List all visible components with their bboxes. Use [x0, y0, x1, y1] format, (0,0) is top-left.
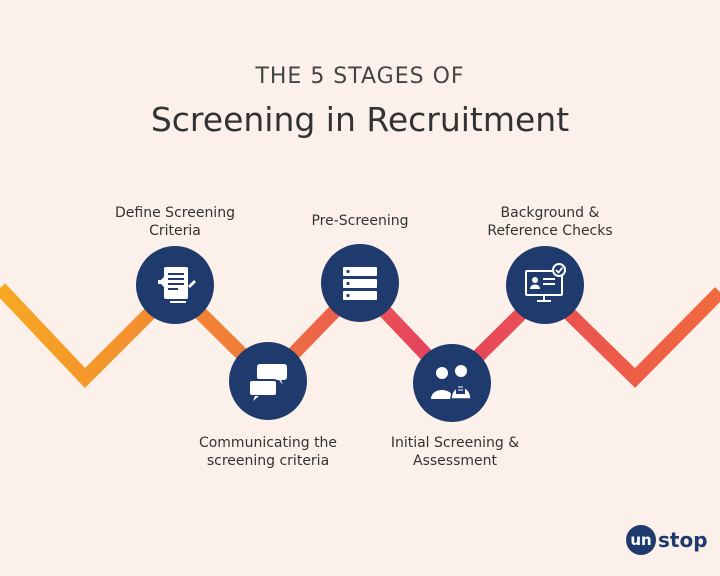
stage-1-circle: [136, 246, 214, 324]
server-stack-icon: [343, 267, 377, 300]
stage-label-initial-screening: Initial Screening & Assessment: [390, 435, 520, 469]
headline: THE 5 STAGES OF: [255, 64, 465, 89]
page-title: Screening in Recruitment: [150, 100, 570, 139]
document-speaker-icon: [158, 267, 196, 303]
stage-5-circle: [506, 246, 584, 324]
stage-label-communicating: Communicating the screening criteria: [198, 435, 338, 469]
stage-4-circle: [413, 344, 491, 422]
chat-bubbles-icon: [248, 364, 287, 401]
stage-label-define-criteria: Define Screening Criteria: [115, 205, 235, 239]
logo-mark: un: [626, 525, 656, 555]
unstop-logo: un stop: [626, 525, 708, 555]
id-card-monitor-icon: [525, 263, 566, 302]
stage-label-background-checks: Background & Reference Checks: [487, 205, 613, 239]
stage-2-circle: [229, 342, 307, 420]
logo-text: stop: [658, 528, 708, 552]
stage-label-pre-screening: Pre-Screening: [311, 213, 409, 229]
interview-people-icon: [431, 365, 472, 400]
stage-3-circle: [321, 244, 399, 322]
